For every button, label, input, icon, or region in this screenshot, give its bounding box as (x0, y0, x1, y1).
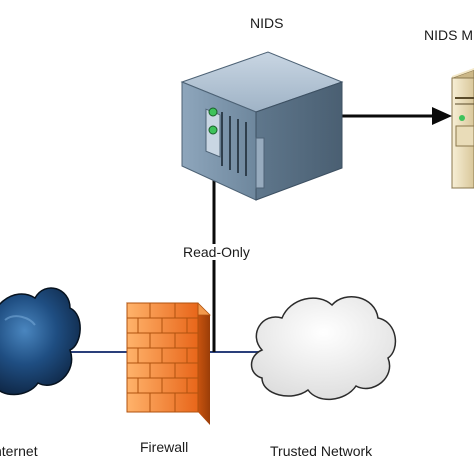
firewall-brick-icon (126, 302, 211, 425)
nids-server-rack-icon (180, 51, 344, 201)
trusted-network-cloud-icon (250, 296, 397, 400)
read-only-label: Read-Only (181, 244, 252, 260)
nids-to-manager-arrowhead (432, 107, 452, 125)
nids-manager-tower-server-icon (451, 68, 474, 189)
internet-cloud-icon (0, 287, 81, 396)
trusted-network-label: Trusted Network (270, 443, 373, 459)
firewall-label: Firewall (140, 439, 189, 455)
internet-label: nternet (0, 443, 38, 459)
nids-manager-label: NIDS M (424, 27, 473, 43)
nids-label: NIDS (250, 15, 284, 31)
